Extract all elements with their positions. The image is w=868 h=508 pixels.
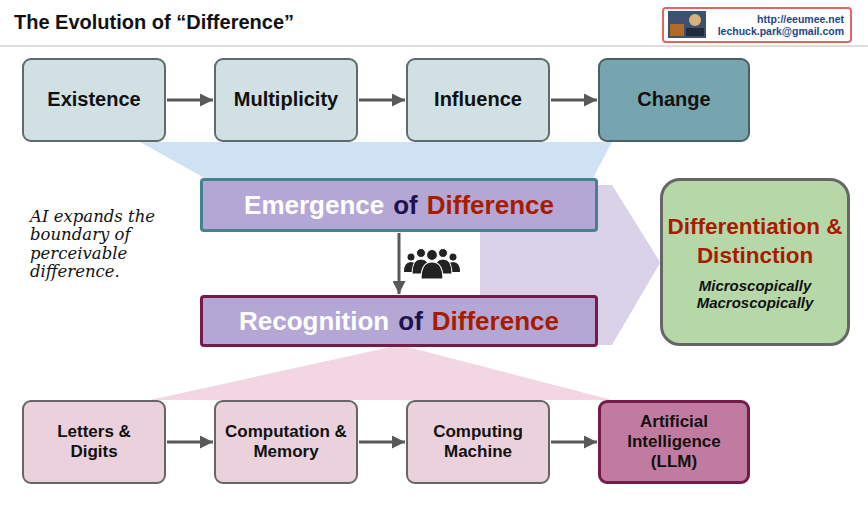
node-text: Recognition xyxy=(239,306,389,337)
people-icon xyxy=(439,249,448,258)
people-icon xyxy=(427,250,438,261)
flow-arrow xyxy=(167,99,213,102)
funnel-band xyxy=(150,345,612,400)
logo-thumbnail xyxy=(670,24,684,36)
process-box: Change xyxy=(598,58,750,142)
flow-arrow xyxy=(551,441,597,444)
process-box: Computing Machine xyxy=(406,400,550,484)
node-text: Difference xyxy=(432,306,559,337)
node-text: http://eeumee.net xyxy=(757,13,844,25)
diagram-title: The Evolution of “Difference” xyxy=(14,11,294,34)
handwritten-note: AI expands the boundary of perceivable d… xyxy=(30,208,180,282)
header-rule xyxy=(0,46,868,47)
process-box: Recognition of Difference xyxy=(200,295,598,347)
node-text: Macroscopically xyxy=(697,294,814,312)
result-box: Differentiation & DistinctionMicroscopic… xyxy=(660,178,850,346)
process-box: Artificial Intelligence (LLM) xyxy=(598,400,750,484)
funnel-band xyxy=(140,142,612,180)
node-text: Multiplicity xyxy=(234,88,338,112)
process-box: Letters & Digits xyxy=(22,400,166,484)
node-text: lechuck.park@gmail.com xyxy=(718,25,844,37)
process-box: Influence xyxy=(406,58,550,142)
node-text: Influence xyxy=(434,88,522,112)
process-box: Computation & Memory xyxy=(214,400,358,484)
people-icon xyxy=(417,249,426,258)
process-box: Multiplicity xyxy=(214,58,358,142)
node-text: Computing Machine xyxy=(416,422,541,462)
node-text: of xyxy=(393,190,418,221)
people-icon xyxy=(404,249,460,280)
flow-arrow xyxy=(167,441,213,444)
logo-thumbnail xyxy=(689,14,701,26)
contact-box: http://eeumee.netlechuck.park@gmail.com xyxy=(662,7,852,43)
process-box: Emergence of Difference xyxy=(200,178,598,232)
node-text: Computation & Memory xyxy=(224,422,349,462)
logo-thumbnail xyxy=(686,28,704,36)
node-text: of xyxy=(398,306,423,337)
node-text: Artificial Intelligence (LLM) xyxy=(612,412,737,472)
node-text: Differentiation & Distinction xyxy=(667,212,843,271)
people-icon xyxy=(450,254,457,261)
node-text: Difference xyxy=(427,190,554,221)
flow-arrow xyxy=(398,233,401,294)
process-box: Existence xyxy=(22,58,166,142)
people-icon xyxy=(408,254,415,261)
node-text: Letters & Digits xyxy=(32,422,157,462)
node-text: Microscopically xyxy=(699,277,812,295)
flow-arrow xyxy=(551,99,597,102)
logo-thumbnail xyxy=(668,11,706,38)
flow-arrow xyxy=(359,441,405,444)
flow-arrow xyxy=(359,99,405,102)
node-text: Change xyxy=(637,88,710,112)
node-text: Emergence xyxy=(244,190,384,221)
node-text: Existence xyxy=(47,88,140,112)
people-icon xyxy=(421,262,443,279)
